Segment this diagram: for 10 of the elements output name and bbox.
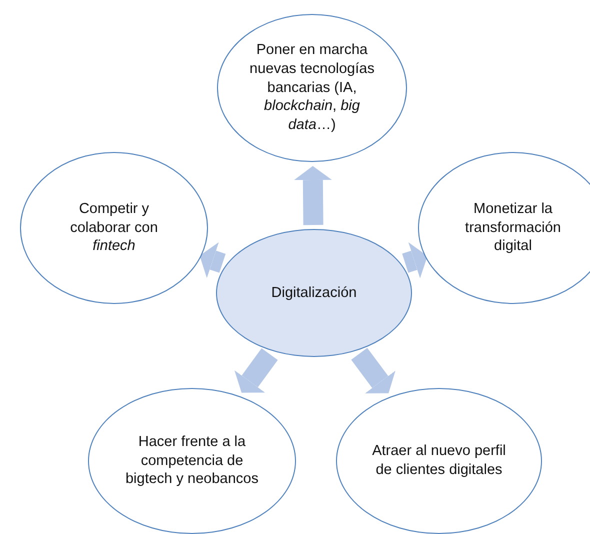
block-arrow [200,242,226,278]
node-text: Hacer frente a la competencia de bigtech y neobancos [124,432,260,490]
block-arrow [234,348,278,393]
node-text: Poner en marcha nuevas tecnologías bancarias (IA, blockchain, big data…) [248,40,376,136]
block-arrow [402,242,428,278]
node-text: Monetizar la transformación digital [464,200,562,256]
node-text: Competir y colaborar con fintech [69,200,159,256]
node-text: Atraer al nuevo perfil de clientes digitales [371,442,507,480]
node-text: Digitalización [271,284,357,302]
block-arrow [294,166,332,226]
